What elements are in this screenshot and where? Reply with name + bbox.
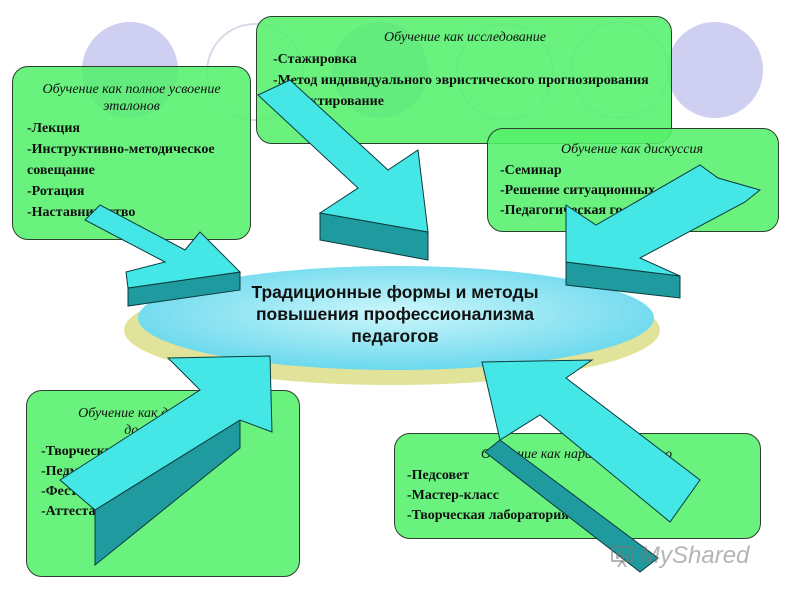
list-item: -Педмастерская bbox=[41, 464, 142, 479]
box-new-skills: Обучение как наработка нового -Педсовет … bbox=[394, 433, 761, 539]
center-title: Традиционные формы и методы повышения пр… bbox=[205, 281, 585, 347]
box-title: Обучение как дискуссия bbox=[561, 142, 703, 157]
box-demonstration: Обучение как демонстрация достижений -Тв… bbox=[26, 390, 300, 577]
list-item: -Аттестация bbox=[41, 504, 120, 519]
center-ellipse bbox=[138, 266, 654, 370]
list-item: -Мастер-класс bbox=[407, 488, 499, 503]
list-item: -Проектирование bbox=[273, 94, 384, 109]
box-title: Обучение как исследование bbox=[384, 30, 546, 45]
list-item: -Ротация bbox=[27, 184, 85, 199]
box-item-list: -Лекция -Инструктивно-методическое совещ… bbox=[27, 118, 236, 223]
box-item-list: -Педсовет -Мастер-класс -Творческая лабо… bbox=[407, 466, 746, 526]
list-item: -Наставничество bbox=[27, 205, 136, 220]
list-item: -Педагогическая гостиная bbox=[500, 203, 667, 218]
box-title: Обучение как демонстрация достижений bbox=[78, 406, 248, 438]
list-item: -Стажировка bbox=[273, 52, 357, 67]
box-item-list: -Семинар -Решение ситуационных задач -Пе… bbox=[500, 161, 764, 221]
center-title-line: повышения профессионализма bbox=[255, 304, 535, 324]
box-discussion: Обучение как дискуссия -Семинар -Решение… bbox=[487, 128, 779, 232]
box-research: Обучение как исследование -Стажировка -М… bbox=[256, 16, 672, 144]
list-item: -Семинар bbox=[500, 163, 562, 178]
bg-circle-6 bbox=[667, 22, 763, 118]
list-item: -Творческая лаборатория bbox=[407, 508, 569, 523]
list-item: -Инструктивно-методическое совещание bbox=[27, 142, 215, 178]
list-item: -Педсовет bbox=[407, 468, 470, 483]
center-title-line: Традиционные формы и методы bbox=[251, 282, 539, 302]
list-item: -Метод индивидуального эвристического пр… bbox=[273, 73, 649, 88]
list-item: -Лекция bbox=[27, 121, 80, 136]
box-title: Обучение как наработка нового bbox=[481, 447, 672, 462]
chart-logo-icon bbox=[611, 546, 633, 568]
box-item-list: -Стажировка -Метод индивидуального эврис… bbox=[273, 49, 657, 112]
box-full-mastery: Обучение как полное усвоение эталонов -Л… bbox=[12, 66, 251, 240]
watermark-text: MyShared bbox=[640, 542, 750, 569]
list-item: -Решение ситуационных задач bbox=[500, 183, 693, 198]
box-title: Обучение как полное усвоение эталонов bbox=[42, 82, 221, 114]
list-item: -Творческий отчет bbox=[41, 444, 160, 459]
list-item: -Фестиваль bbox=[41, 484, 116, 499]
center-title-line: педагогов bbox=[351, 326, 439, 346]
box-item-list: -Творческий отчет -Педмастерская -Фестив… bbox=[41, 442, 285, 522]
watermark: MyShared bbox=[610, 542, 749, 570]
